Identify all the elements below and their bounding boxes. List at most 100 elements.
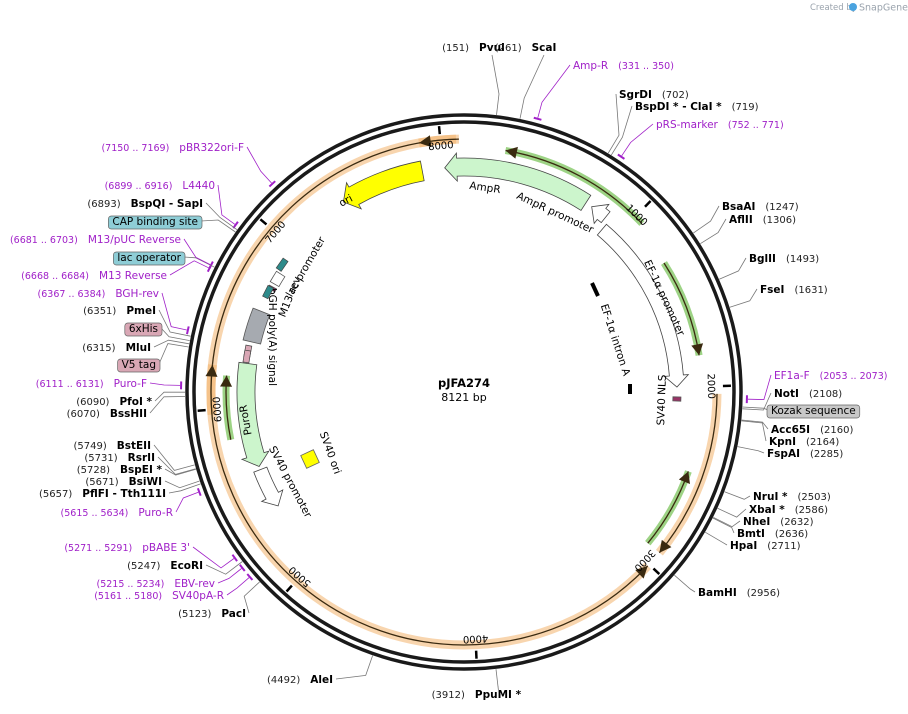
feature-box-kozak-sequence-name: Kozak sequence	[771, 405, 856, 417]
site-fspai[interactable]: FspAI(2285)	[767, 448, 843, 460]
feature-ori[interactable]	[342, 160, 425, 210]
site-bspei[interactable]: BspEI *(5728)	[77, 464, 163, 476]
site-aflii[interactable]: AflII(1306)	[729, 214, 796, 226]
primer-pbr322ori-f[interactable]: pBR322ori-F(7150 .. 7169)	[101, 142, 244, 154]
primer-m13-puc-reverse[interactable]: M13/pUC Reverse (6681 .. 6703)	[10, 234, 181, 246]
site-kpni-position: (2164)	[806, 437, 839, 448]
leader-line	[747, 374, 772, 401]
site-rsrii[interactable]: RsrII(5731)	[84, 452, 155, 464]
feature-box-cap-binding-site-name: CAP binding site	[112, 216, 198, 228]
orf-arrowhead	[659, 539, 672, 553]
feature-label-sv40-nls: SV40 NLS	[655, 374, 669, 426]
feature-box-cap-binding-site[interactable]: CAP binding site	[108, 215, 203, 230]
feature-ampr[interactable]	[444, 152, 592, 211]
feature-mark-cap-binding-site	[275, 257, 289, 272]
site-alei[interactable]: AleI(4492)	[267, 674, 333, 686]
leader-line	[200, 219, 236, 233]
site-nhei[interactable]: NheI(2632)	[743, 516, 814, 528]
site-paci[interactable]: PacI(5123)	[178, 608, 246, 620]
site-bsaai[interactable]: BsaAI(1247)	[722, 201, 799, 213]
site-pvui-name: PvuI	[479, 42, 505, 54]
feature-box-6xhis-name: 6xHis	[129, 323, 158, 335]
site-bspdi-clai-name: BspDI * - ClaI *	[635, 101, 722, 113]
site-hpai[interactable]: HpaI(2711)	[730, 540, 801, 552]
site-fsei[interactable]: FseI(1631)	[760, 284, 828, 296]
primer-sv40pa-r-position: (5161 .. 5180)	[94, 591, 162, 602]
leader-line	[164, 480, 200, 489]
site-pmei[interactable]: PmeI(6351)	[83, 305, 156, 317]
leader-line	[175, 491, 199, 513]
site-xbai[interactable]: XbaI *(2586)	[749, 504, 828, 516]
site-sgrdi-position: (702)	[662, 90, 689, 101]
site-alei-name: AleI	[310, 674, 333, 686]
site-pfoi[interactable]: PfoI *(6090)	[76, 396, 152, 408]
site-scai-name: ScaI	[532, 42, 557, 54]
site-bspdi-clai[interactable]: BspDI * - ClaI *(719)	[635, 101, 759, 113]
primer-ef1a-f[interactable]: EF1a-F(2053 .. 2073)	[774, 370, 887, 382]
site-bspqi-sapi[interactable]: BspQI - SapI(6893)	[87, 198, 203, 210]
site-nrui[interactable]: NruI *(2503)	[753, 491, 831, 503]
feature-box-6xhis[interactable]: 6xHis	[124, 322, 163, 337]
primer-sv40pa-r[interactable]: SV40pA-R(5161 .. 5180)	[94, 590, 224, 602]
site-nrui-name: NruI *	[753, 491, 788, 503]
primer-mark	[617, 153, 625, 160]
primer-m13-puc-reverse-position: (6681 .. 6703)	[10, 235, 78, 246]
primer-bgh-rev[interactable]: BGH-rev(6367 .. 6384)	[38, 288, 159, 300]
site-sgrdi[interactable]: SgrDI(702)	[619, 89, 689, 101]
site-nhei-name: NheI	[743, 516, 770, 528]
site-ppumi[interactable]: PpuMI *(3912)	[432, 689, 522, 701]
credit: Created by SnapGene	[810, 3, 908, 14]
primer-puro-f[interactable]: Puro-F(6111 .. 6131)	[36, 378, 147, 390]
feature-box-v5-tag[interactable]: V5 tag	[117, 358, 161, 373]
primer-ebv-rev[interactable]: EBV-rev(5215 .. 5234)	[97, 578, 216, 590]
orf-arc	[645, 470, 692, 546]
primer-amp-r[interactable]: Amp-R(331 .. 350)	[573, 60, 674, 72]
primer-m13-reverse[interactable]: M13 Reverse(6668 .. 6684)	[21, 270, 167, 282]
feature-box-lac-operator[interactable]: lac operator	[113, 251, 186, 266]
orf-arrowhead	[419, 135, 432, 148]
leader-line	[742, 406, 769, 411]
feature-sv40-ori[interactable]	[300, 449, 320, 469]
leader-line	[713, 516, 741, 528]
site-noti[interactable]: NotI(2108)	[774, 388, 842, 400]
site-bsshii[interactable]: BssHII(6070)	[67, 408, 147, 420]
feature-ampr-promoter[interactable]	[591, 203, 611, 225]
feature-box-kozak-sequence[interactable]: Kozak sequence	[766, 404, 861, 419]
site-mlui-position: (6315)	[82, 343, 115, 354]
feature-sv40-promoter[interactable]	[253, 466, 284, 507]
primer-m13-puc-reverse-name: M13/pUC Reverse	[88, 234, 181, 246]
feature-bgh-poly-a-signal[interactable]	[242, 307, 271, 345]
site-bglii[interactable]: BglII(1493)	[749, 253, 819, 265]
site-bamhi[interactable]: BamHI(2956)	[698, 587, 780, 599]
site-acc65i[interactable]: Acc65I(2160)	[771, 424, 853, 436]
credit-prefix: Created by	[810, 3, 857, 13]
primer-prs-marker[interactable]: pRS-marker(752 .. 771)	[656, 119, 784, 131]
site-pvui[interactable]: PvuI(151)	[442, 42, 505, 54]
site-mlui[interactable]: MluI(6315)	[82, 342, 151, 354]
feature-ef-1-promoter[interactable]	[596, 223, 690, 388]
feature-puror[interactable]	[236, 361, 270, 467]
feature-sv40-nls[interactable]	[672, 396, 682, 402]
primer-pbabe-3[interactable]: pBABE 3'(5271 .. 5291)	[64, 542, 190, 554]
leader-line	[719, 257, 747, 280]
leader-line	[495, 669, 499, 691]
primer-puro-r[interactable]: Puro-R(5615 .. 5634)	[61, 507, 173, 519]
site-pflfi-tth111i[interactable]: PflFI - Tth111I(5657)	[39, 488, 166, 500]
leader-line	[674, 574, 696, 593]
site-bmti[interactable]: BmtI(2636)	[737, 528, 808, 540]
site-bsteii[interactable]: BstEII(5749)	[73, 440, 151, 452]
primer-puro-f-name: Puro-F	[114, 378, 147, 390]
leader-line	[704, 531, 728, 546]
credit-brand: SnapGene	[859, 3, 908, 14]
site-bglii-name: BglII	[749, 253, 776, 265]
site-ecori[interactable]: EcoRI(5247)	[127, 560, 203, 572]
site-kpni[interactable]: KpnI(2164)	[769, 436, 839, 448]
feature-lac-promoter[interactable]	[269, 270, 286, 288]
site-fsei-position: (1631)	[794, 285, 827, 296]
feature-ef-1-intron-a[interactable]	[590, 282, 600, 297]
site-bsiwi[interactable]: BsiWI(5671)	[85, 476, 162, 488]
ruler-label: 4000	[463, 632, 489, 644]
ruler-tick	[652, 567, 661, 575]
site-scai[interactable]: ScaI(261)	[495, 42, 557, 54]
primer-l4440[interactable]: L4440(6899 .. 6916)	[105, 180, 215, 192]
